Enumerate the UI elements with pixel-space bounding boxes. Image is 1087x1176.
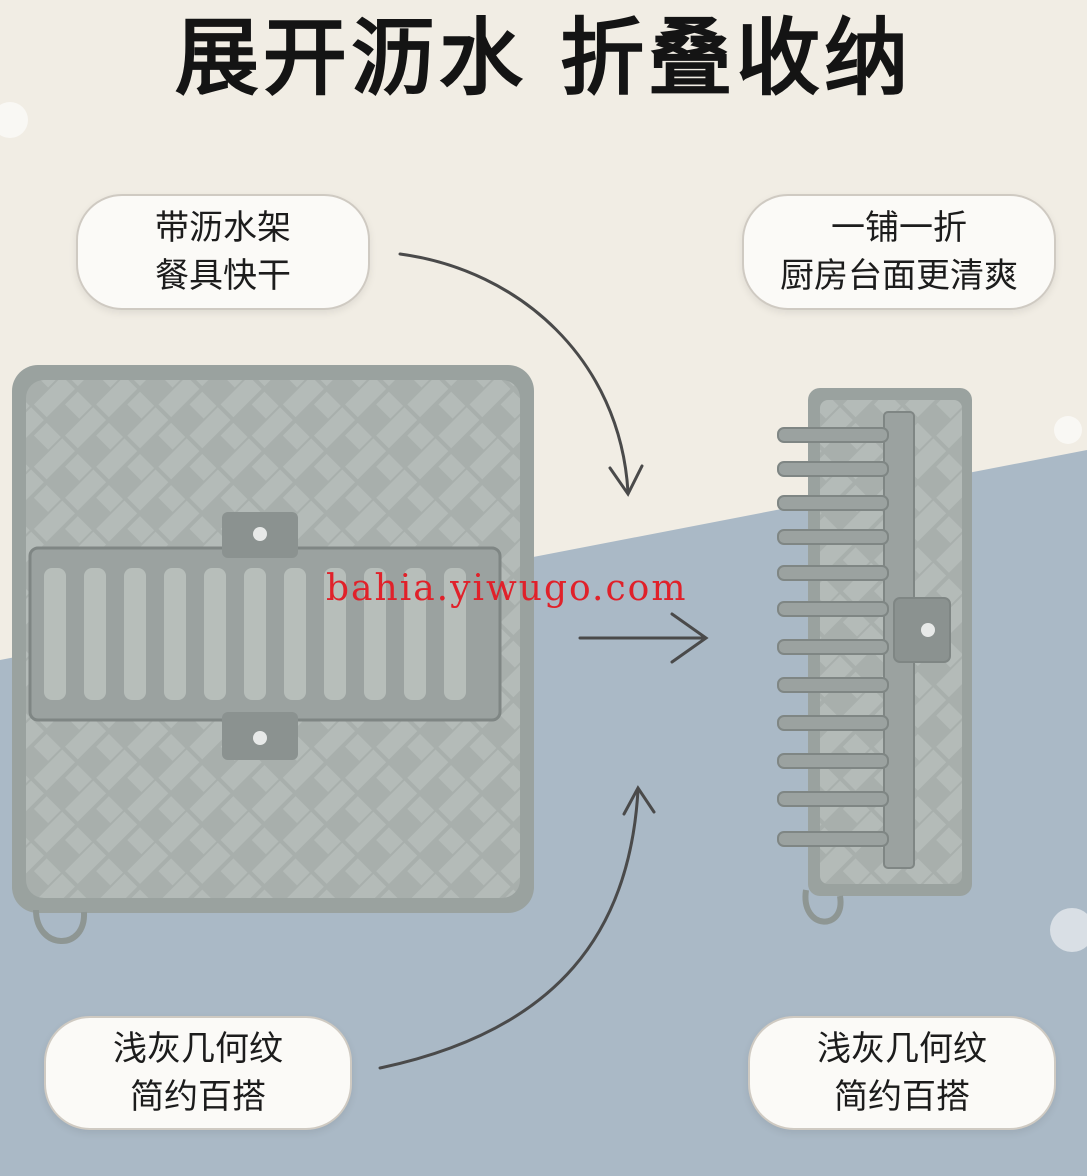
callout-line: 餐具快干 bbox=[155, 256, 291, 296]
snap-button-icon bbox=[253, 731, 267, 745]
callout-bottom-right: 浅灰几何纹 简约百搭 bbox=[748, 1016, 1056, 1130]
callout-line: 带沥水架 bbox=[155, 208, 291, 248]
arrowhead-icon bbox=[622, 785, 656, 816]
callout-line: 简约百搭 bbox=[834, 1077, 970, 1117]
folded-rack bbox=[777, 411, 951, 869]
curved-arrow-icon bbox=[378, 788, 640, 1070]
callout-line: 一铺一折 bbox=[831, 208, 967, 248]
arrowhead-icon bbox=[670, 612, 709, 664]
arrowhead-icon bbox=[608, 464, 644, 497]
water-drop-icon bbox=[1050, 908, 1087, 952]
callout-line: 厨房台面更清爽 bbox=[780, 256, 1018, 296]
callout-top-right: 一铺一折 厨房台面更清爽 bbox=[742, 194, 1056, 310]
page-title: 展开沥水 折叠收纳 bbox=[174, 9, 913, 107]
callout-top-left: 带沥水架 餐具快干 bbox=[76, 194, 370, 310]
unfolded-rack bbox=[28, 512, 502, 760]
water-drop-icon bbox=[1054, 416, 1082, 444]
snap-button-icon bbox=[921, 623, 935, 637]
curved-arrow-icon bbox=[398, 252, 630, 494]
callout-bottom-left: 浅灰几何纹 简约百搭 bbox=[44, 1016, 352, 1130]
water-drop-icon bbox=[0, 102, 28, 138]
snap-button-icon bbox=[253, 527, 267, 541]
hang-loop-icon bbox=[33, 909, 88, 944]
watermark: bahia.yiwugo.com bbox=[326, 568, 688, 609]
callout-line: 简约百搭 bbox=[130, 1077, 266, 1117]
callout-line: 浅灰几何纹 bbox=[113, 1029, 283, 1069]
callout-line: 浅灰几何纹 bbox=[817, 1029, 987, 1069]
hang-loop-icon bbox=[802, 889, 844, 925]
